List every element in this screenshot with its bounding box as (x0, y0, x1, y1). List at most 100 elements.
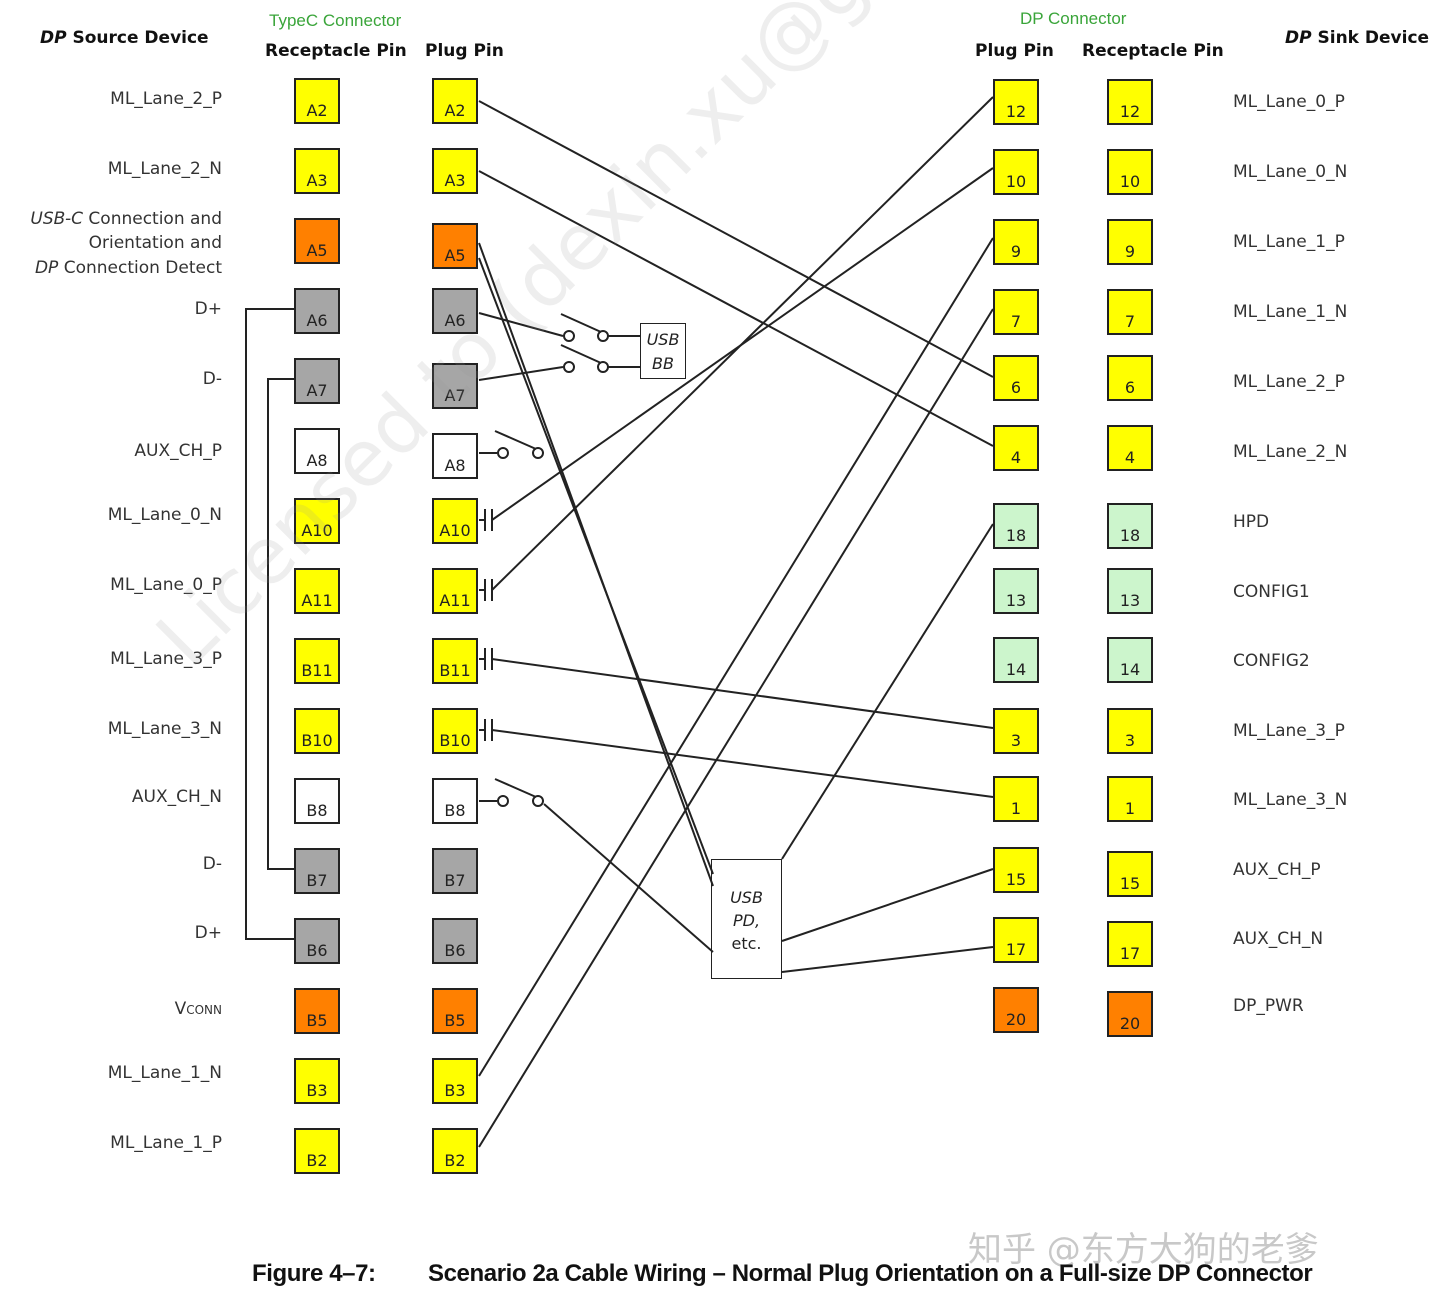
sink-signal-label: ML_Lane_0_P (1233, 92, 1345, 112)
dp-receptacle-pin-heading: Receptacle Pin (1082, 41, 1224, 61)
source-signal-label: DP Connection Detect (34, 258, 222, 278)
source-signal-label: Orientation and (88, 233, 222, 253)
a11-to-dp12-wire (491, 96, 994, 591)
usb-bb-line-1: USB (646, 330, 680, 349)
typec-receptacle-pin-a3: A3 (294, 148, 340, 194)
source-signal-label: ML_Lane_2_P (110, 89, 222, 109)
dp-plug-pin-4: 4 (993, 425, 1039, 471)
typec-plug-pin-b6: B6 (432, 918, 478, 964)
a7-switch-contact (563, 361, 575, 373)
typec-receptacle-pin-a11: A11 (294, 568, 340, 614)
typec-plug-pin-b3: B3 (432, 1058, 478, 1104)
dp-receptacle-pin-12: 12 (1107, 79, 1153, 125)
source-signal-label: ML_Lane_3_N (107, 719, 222, 739)
dp-receptacle-pin-17: 17 (1107, 921, 1153, 967)
dp-plug-pin-20: 20 (993, 987, 1039, 1033)
typec-receptacle-pin-heading: Receptacle Pin (265, 41, 407, 61)
dp-plug-pin-13: 13 (993, 568, 1039, 614)
corner-watermark: 知乎 @东方大狗的老爹 (968, 1230, 1319, 1270)
typec-receptacle-pin-a5: A5 (294, 218, 340, 264)
typec-receptacle-pin-a6: A6 (294, 288, 340, 334)
dp-receptacle-pin-4: 4 (1107, 425, 1153, 471)
dp-plug-pin-6: 6 (993, 355, 1039, 401)
typec-receptacle-pin-a7: A7 (294, 358, 340, 404)
source-signal-label: D- (202, 854, 222, 874)
source-signal-label: D+ (194, 923, 222, 943)
typec-connector-heading: TypeC Connector (269, 11, 402, 30)
dp-receptacle-pin-15: 15 (1107, 851, 1153, 897)
b3-to-dp9-wire (478, 237, 994, 1077)
source-signal-label: USB-C Connection and (30, 209, 222, 229)
usb-pd-line-2: PD, (732, 911, 761, 930)
typec-plug-pin-a11: A11 (432, 568, 478, 614)
dp-receptacle-pin-7: 7 (1107, 289, 1153, 335)
a6-switch-blade (560, 313, 602, 333)
source-signal-label: AUX_CH_N (131, 787, 222, 807)
typec-receptacle-pin-a10: A10 (294, 498, 340, 544)
dp-plug-pin-15: 15 (993, 847, 1039, 893)
sink-signal-label: HPD (1233, 512, 1270, 532)
dp-receptacle-pin-6: 6 (1107, 355, 1153, 401)
d-minus-bridge-line (267, 378, 294, 870)
source-signal-label: ML_Lane_0_N (107, 505, 222, 525)
typec-plug-pin-heading: Plug Pin (425, 41, 504, 61)
typec-receptacle-pin-b3: B3 (294, 1058, 340, 1104)
dp-plug-pin-7: 7 (993, 289, 1039, 335)
typec-plug-pin-a3: A3 (432, 148, 478, 194)
dp-prefix: DP (1285, 28, 1312, 48)
b8-switch-contact (497, 795, 509, 807)
a7-switch-contact (597, 361, 609, 373)
typec-plug-pin-a7: A7 (432, 363, 478, 409)
sink-signal-label: ML_Lane_1_N (1233, 302, 1348, 322)
source-signal-label: ML_Lane_0_P (110, 575, 222, 595)
sink-signal-label: ML_Lane_3_N (1233, 790, 1348, 810)
usb-bb-line-2: BB (652, 354, 674, 373)
typec-plug-pin-b7: B7 (432, 848, 478, 894)
sink-signal-label: ML_Lane_3_P (1233, 721, 1345, 741)
b2-to-dp7-wire (478, 308, 994, 1148)
dp-plug-pin-18: 18 (993, 503, 1039, 549)
dp-plug-pin-12: 12 (993, 79, 1039, 125)
sink-device-heading: DP Sink Device (1285, 28, 1430, 48)
figure-number: Figure 4–7: (252, 1260, 376, 1287)
typec-plug-pin-b2: B2 (432, 1128, 478, 1174)
source-signal-label: VCONN (174, 999, 222, 1019)
a5-to-usbpd-wire-2 (478, 257, 714, 875)
sink-signal-label: ML_Lane_2_P (1233, 372, 1345, 392)
typec-plug-pin-a6: A6 (432, 288, 478, 334)
sink-signal-label: DP_PWR (1233, 996, 1304, 1016)
sink-signal-label: ML_Lane_1_P (1233, 232, 1345, 252)
dp-receptacle-pin-14: 14 (1107, 637, 1153, 683)
dp-plug-pin-heading: Plug Pin (975, 41, 1054, 61)
usb-pd-box: USB PD, etc. (711, 859, 782, 979)
typec-receptacle-pin-a2: A2 (294, 78, 340, 124)
a8-switch-blade (494, 430, 537, 450)
figure-title: Scenario 2a Cable Wiring – Normal Plug O… (428, 1260, 1313, 1287)
typec-plug-pin-b8: B8 (432, 778, 478, 824)
dp-plug-pin-3: 3 (993, 708, 1039, 754)
source-signal-label: D- (202, 369, 222, 389)
dp-receptacle-pin-20: 20 (1107, 991, 1153, 1037)
sink-signal-label: AUX_CH_N (1233, 929, 1324, 949)
dp-receptacle-pin-3: 3 (1107, 708, 1153, 754)
typec-receptacle-pin-b10: B10 (294, 708, 340, 754)
dp-receptacle-pin-1: 1 (1107, 776, 1153, 822)
typec-receptacle-pin-b11: B11 (294, 638, 340, 684)
sink-signal-label: CONFIG1 (1233, 582, 1310, 602)
a6-switch-contact (563, 330, 575, 342)
sink-signal-label: ML_Lane_2_N (1233, 442, 1348, 462)
usb-bb-box: USB BB (640, 323, 686, 379)
usb-pd-line-3: etc. (731, 934, 762, 953)
dp-plug-pin-10: 10 (993, 149, 1039, 195)
source-signal-label: D+ (194, 299, 222, 319)
d-plus-bridge-line (245, 308, 294, 940)
typec-plug-pin-a8: A8 (432, 433, 478, 479)
typec-plug-pin-b10: B10 (432, 708, 478, 754)
dp-receptacle-pin-18: 18 (1107, 503, 1153, 549)
dp-receptacle-pin-10: 10 (1107, 149, 1153, 195)
b11-to-dp3-wire (491, 658, 994, 729)
a2-to-dp6-wire (478, 100, 994, 378)
typec-receptacle-pin-b7: B7 (294, 848, 340, 894)
